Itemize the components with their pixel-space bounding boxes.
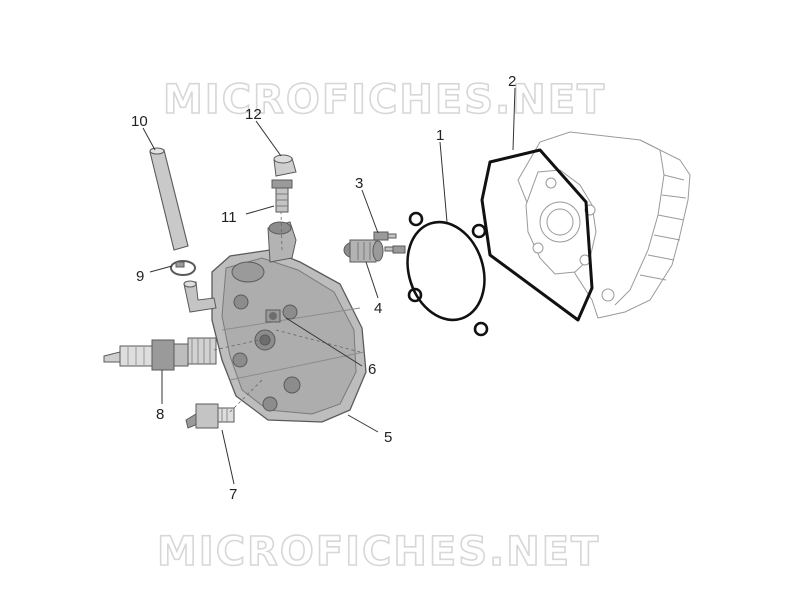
callout-8: 8 [156, 406, 164, 423]
cylinder-head-5 [211, 221, 367, 423]
nipple-fitting-11 [271, 179, 293, 213]
callout-6: 6 [368, 361, 376, 378]
callout-7: 7 [229, 486, 237, 503]
o-ring-1 [406, 211, 489, 337]
thermostat-4 [343, 239, 384, 263]
hose-10 [149, 149, 189, 251]
callout-3: 3 [355, 175, 363, 192]
hose-clamp-9 [170, 260, 196, 276]
hose-end-icon [149, 147, 165, 155]
callout-1: 1 [436, 127, 444, 144]
callout-11: 11 [221, 209, 237, 226]
watermark-top: MICROFICHES.NET [163, 77, 606, 123]
stud-6 [265, 309, 281, 323]
callout-2: 2 [508, 73, 516, 90]
spark-plug-8 [103, 337, 217, 371]
callout-9: 9 [136, 268, 144, 285]
cap-12 [273, 154, 297, 177]
callout-10: 10 [131, 113, 148, 130]
screws-3 [373, 231, 406, 254]
temperature-sensor-7 [185, 403, 235, 429]
elbow-fitting [183, 280, 217, 313]
head-gasket-2 [480, 148, 594, 322]
watermark-bottom: MICROFICHES.NET [157, 529, 600, 575]
callout-5: 5 [384, 429, 392, 446]
cylinder-body [517, 131, 691, 319]
callout-12: 12 [245, 106, 262, 123]
callout-4: 4 [374, 300, 382, 317]
leader-lines [142, 87, 516, 485]
